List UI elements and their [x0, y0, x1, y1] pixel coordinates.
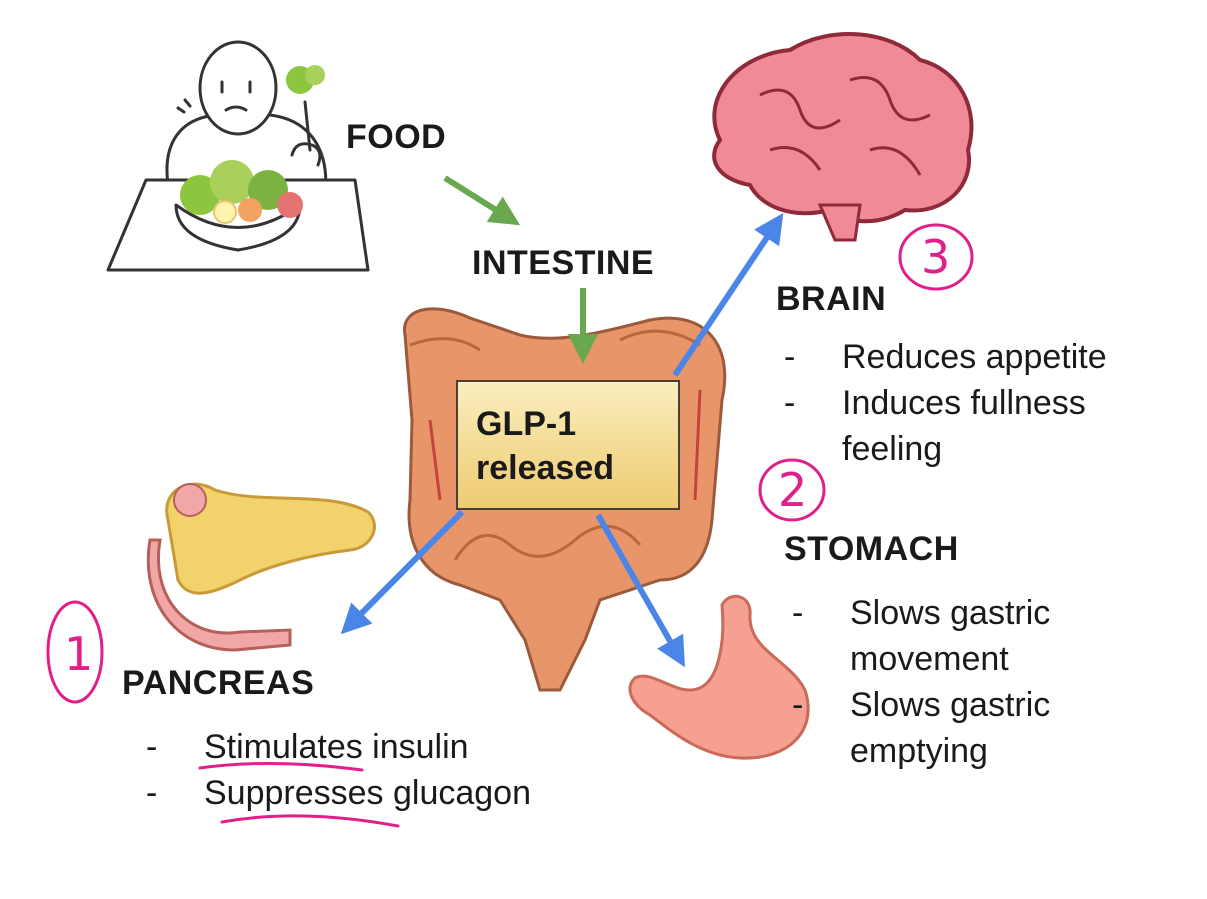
salad-greens	[180, 65, 325, 224]
label-intestine: INTESTINE	[472, 244, 655, 282]
brain-effect-1: -Reduces appetite	[784, 338, 1107, 376]
pancreas-effect-2: -Suppresses glucagon	[146, 774, 532, 812]
label-pancreas: PANCREAS	[122, 664, 315, 702]
glp1-line-2: released	[476, 449, 614, 487]
underline-suppresses	[220, 814, 400, 828]
order-number-3: 3	[921, 230, 950, 284]
handwritten-annotations	[46, 223, 974, 828]
glp1-box: GLP-1 released	[456, 380, 680, 510]
person-eating-salad-icon	[106, 40, 370, 272]
label-food: FOOD	[346, 118, 447, 156]
arrow-to-pancreas	[340, 509, 465, 635]
arrow-to-brain	[672, 213, 784, 377]
order-number-2: 2	[778, 463, 807, 517]
pancreas-effects: -Stimulates insulin -Suppresses glucagon	[146, 724, 531, 816]
circle-mark-1	[46, 600, 104, 704]
pancreas-effect-1: -Stimulates insulin	[146, 728, 469, 766]
brain-icon	[712, 32, 974, 242]
pancreas-icon	[146, 482, 376, 652]
arrow-to-stomach	[595, 513, 685, 668]
circle-mark-2	[758, 458, 826, 522]
circle-mark-3	[898, 223, 974, 291]
label-stomach: STOMACH	[784, 530, 959, 568]
underline-stimulates	[198, 761, 364, 772]
arrow-food-to-intestine	[443, 175, 521, 226]
order-number-1: 1	[64, 627, 93, 681]
glp1-line-1: GLP-1	[476, 405, 577, 443]
stomach-icon	[628, 594, 810, 760]
label-brain: BRAIN	[776, 280, 887, 318]
